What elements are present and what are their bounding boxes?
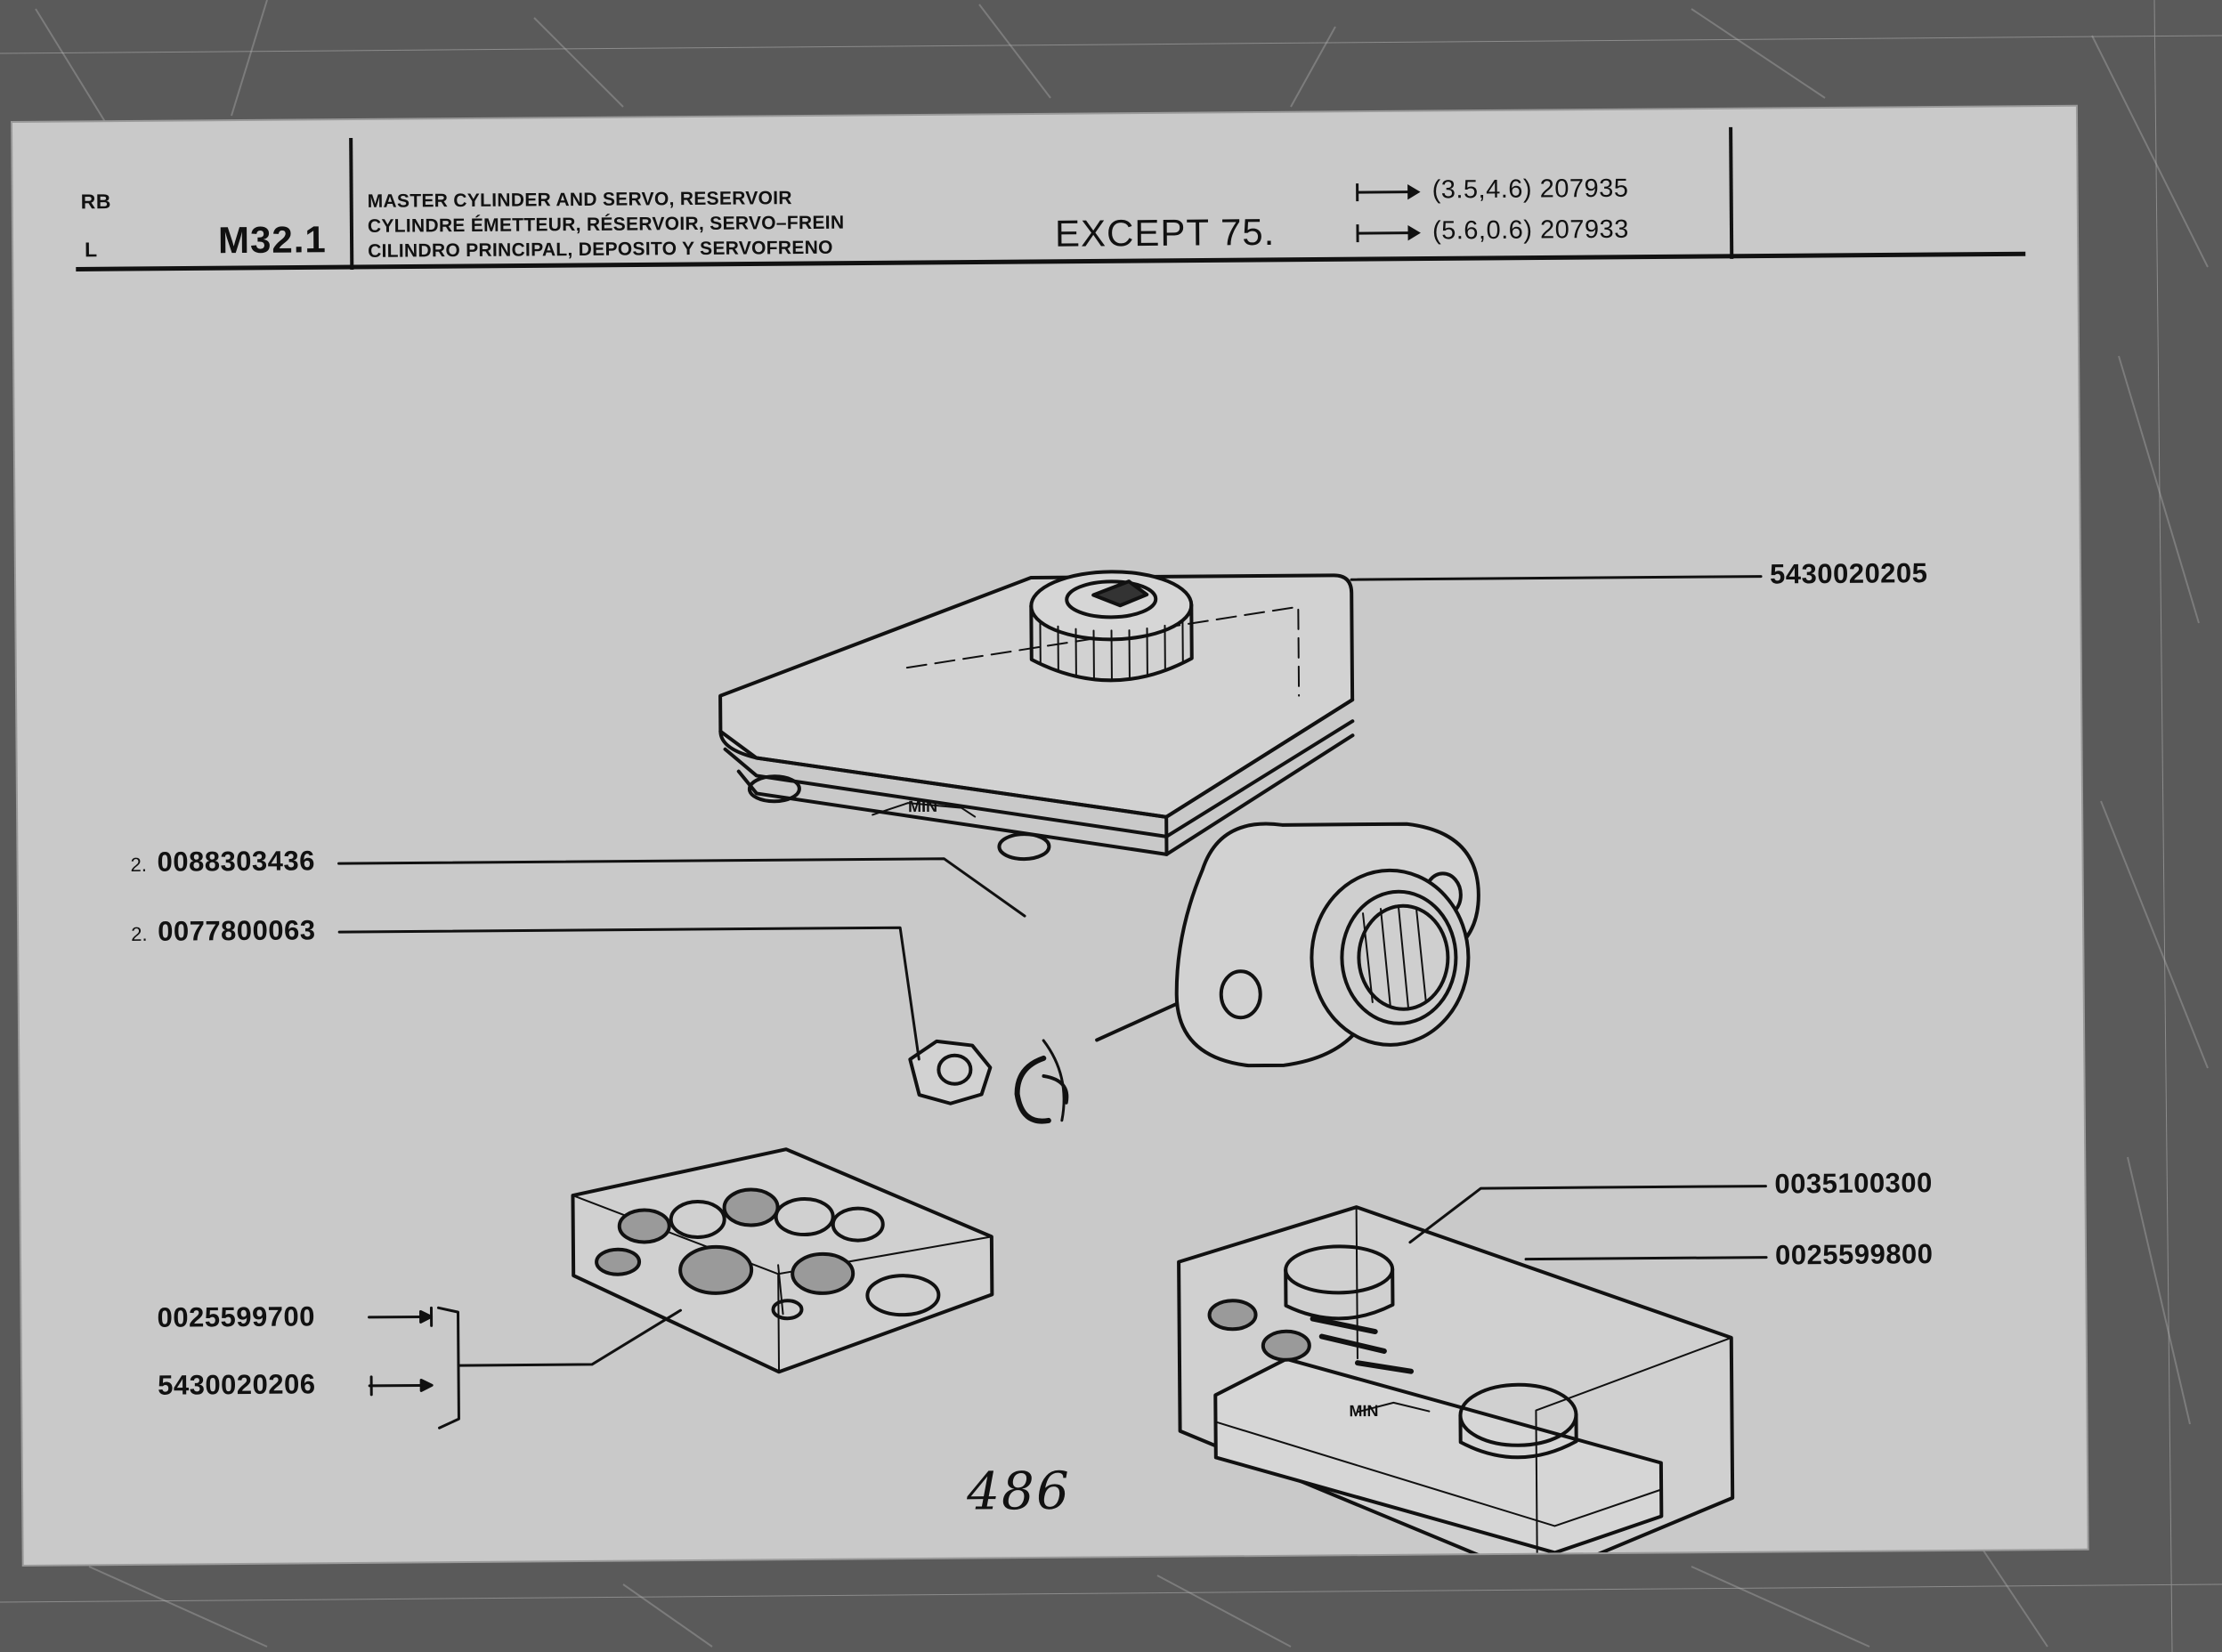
part-number-nut: 0077800063	[158, 914, 316, 947]
master-cylinder-drawing	[718, 570, 1480, 1122]
part-number-reservoir-cap: 0035100300	[1774, 1167, 1933, 1200]
part-number-seal-kit-a: 0025599700	[157, 1300, 316, 1333]
qty-washer: 2.	[130, 853, 148, 876]
handwritten-page-number: 486	[966, 1460, 1072, 1522]
leader-lines	[337, 575, 1768, 1429]
part-number-master-cylinder: 5430020205	[1769, 557, 1928, 590]
exploded-parts-diagram: MIN MIN	[337, 570, 1768, 1565]
reservoir-kit-box-drawing	[1177, 1205, 1735, 1565]
min-mark-upper: MIN	[908, 798, 937, 815]
part-number-seal-kit-b: 5430020206	[158, 1368, 316, 1401]
part-number-reservoir: 0025599800	[1774, 1238, 1934, 1271]
parts-catalog-page: RB L M32.1 MASTER CYLINDER AND SERVO, RE…	[12, 106, 2088, 1565]
min-mark-lower: MIN	[1349, 1402, 1378, 1420]
header-lines	[76, 126, 2026, 271]
part-number-washer: 0088303436	[157, 845, 316, 878]
seal-kit-box-drawing	[571, 1147, 994, 1374]
ref-arrows	[1356, 183, 1421, 243]
nut-and-washer-drawing	[908, 1039, 1069, 1124]
qty-nut: 2.	[131, 922, 148, 945]
